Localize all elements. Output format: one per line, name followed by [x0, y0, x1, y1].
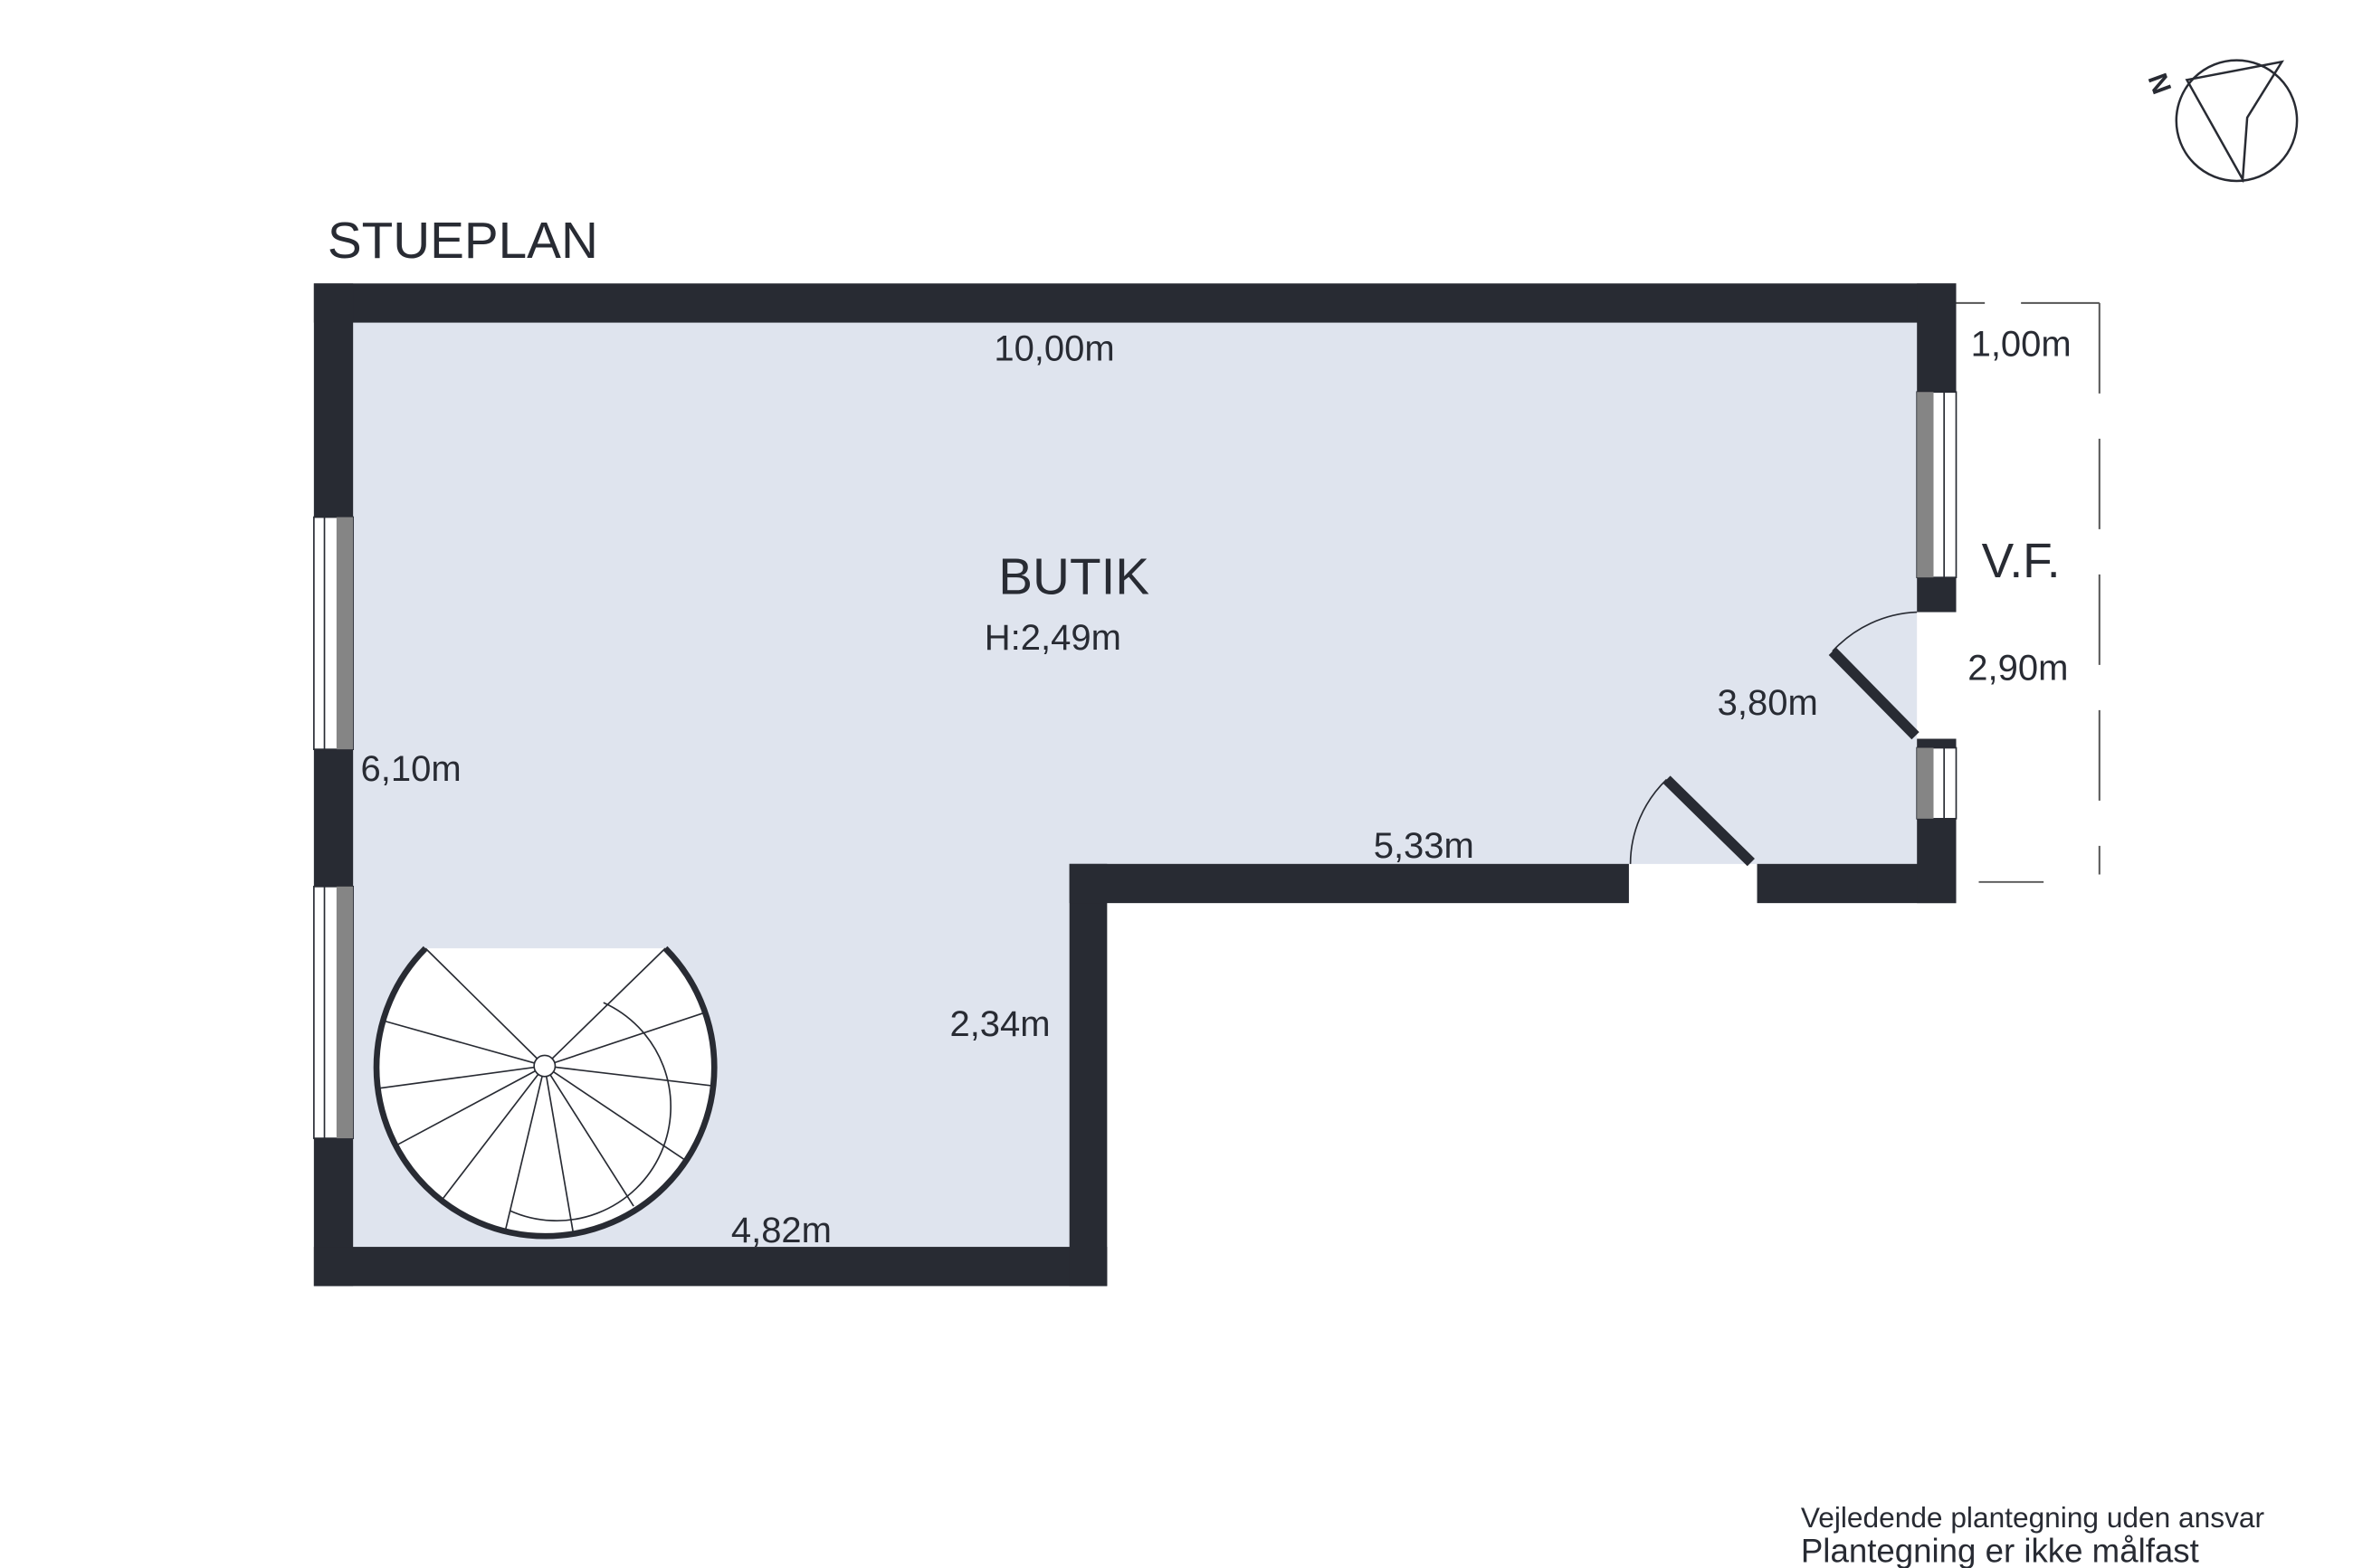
room-floor-butik	[353, 322, 1918, 1248]
room-height-butik: H:2,49m	[985, 618, 1121, 658]
dimension-vf-width: 1,00m	[1971, 324, 2072, 364]
room-name-butik: BUTIK	[998, 549, 1149, 606]
disclaimer-line-2: Plantegning er ikke målfast	[1801, 1532, 2199, 1568]
room-name-vf: V.F.	[1982, 535, 2061, 588]
compass-north-label: N	[2141, 70, 2176, 99]
dimension-top: 10,00m	[994, 328, 1114, 368]
window-left-lower	[313, 885, 355, 1139]
dimension-right-inner: 3,80m	[1718, 683, 1818, 723]
dimension-left: 6,10m	[361, 749, 462, 789]
dimension-lower-right: 2,34m	[949, 1004, 1050, 1044]
disclaimer-line-1: Vejledende plantegning uden ansvar	[1801, 1501, 2265, 1534]
window-left-upper	[313, 516, 355, 751]
spiral-staircase	[373, 946, 718, 1240]
window-right-upper	[1916, 391, 1958, 579]
plan-title: STUEPLAN	[328, 213, 598, 270]
vf-outline	[1956, 301, 2101, 883]
walls	[313, 283, 1957, 1287]
door-lower	[1629, 775, 1755, 867]
dimension-bottom: 4,82m	[731, 1211, 832, 1250]
door-entrance	[1828, 611, 1920, 740]
dimension-vf-length: 2,90m	[1967, 649, 2068, 689]
window-right-lower	[1916, 746, 1958, 820]
compass-icon	[2175, 59, 2299, 184]
dimension-middle: 5,33m	[1374, 826, 1474, 866]
